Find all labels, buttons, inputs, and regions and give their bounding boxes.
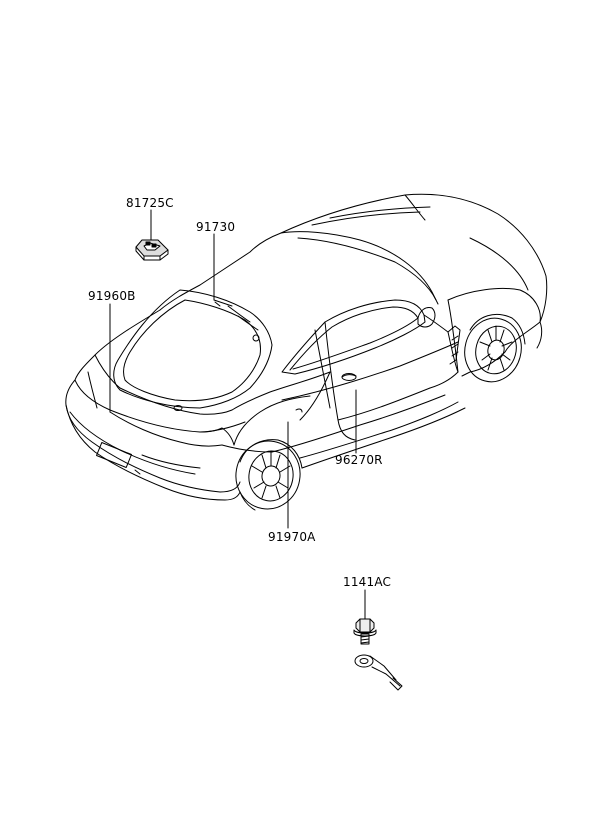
- side-window: [282, 300, 425, 374]
- car-illustration: [66, 194, 547, 514]
- connector-81725C: [136, 240, 168, 260]
- leader-lines: [110, 210, 365, 619]
- door-outline: [325, 322, 355, 440]
- front-wheel: [458, 312, 529, 388]
- ground-terminal: [355, 655, 402, 690]
- rear-bumper: [66, 380, 240, 492]
- part-label-81725C: 81725C: [126, 196, 174, 210]
- part-label-91970A: 91970A: [268, 530, 316, 544]
- part-label-1141AC: 1141AC: [343, 575, 392, 589]
- part-label-91960B: 91960B: [88, 289, 136, 303]
- part-label-96270R: 96270R: [335, 453, 383, 467]
- rear-wheel: [231, 436, 306, 514]
- trunk-lid: [95, 355, 232, 414]
- bolt-1141AC: [354, 619, 376, 644]
- rear-window: [114, 290, 272, 408]
- part-label-91730: 91730: [196, 220, 236, 234]
- roof-outline: [281, 194, 547, 322]
